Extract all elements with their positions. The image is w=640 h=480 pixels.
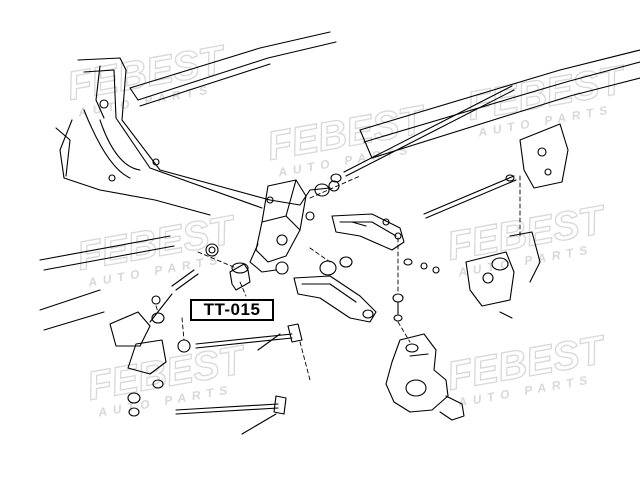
center-bracket (249, 179, 307, 273)
part-number-label: TT-015 (190, 299, 274, 321)
watermark-7: FEBEST AUTO PARTS (443, 327, 611, 410)
left-lower-bracket (109, 293, 191, 417)
stabilizer-link-rod (175, 395, 287, 415)
right-frame-rail (359, 49, 640, 159)
line-drawing (39, 31, 640, 435)
upper-frame-rail (129, 31, 337, 107)
upper-control-arm (331, 213, 405, 251)
watermark-layer: FEBEST AUTO PARTS FEBEST AUTO PARTS FEBE… (63, 37, 631, 420)
bolts (171, 221, 367, 435)
watermark-6: FEBEST AUTO PARTS (83, 337, 251, 420)
tension-rod-right (423, 174, 517, 219)
watermark-5: FEBEST AUTO PARTS (443, 197, 611, 280)
crossmember (55, 57, 331, 216)
steering-knuckle (385, 333, 465, 421)
lower-control-arm (293, 275, 377, 323)
watermark-1: FEBEST AUTO PARTS (63, 37, 231, 120)
bushing-set-upper (275, 180, 353, 276)
lower-left-frame (39, 235, 175, 331)
tension-rod-upper (330, 85, 515, 183)
strut-rod-lower (195, 323, 303, 349)
right-small-hardware (382, 218, 513, 319)
bushing-tt015 (205, 243, 251, 291)
right-mount-bracket-lower (465, 231, 541, 307)
ball-joint-right (392, 293, 404, 322)
right-mount-bracket-upper (519, 123, 569, 189)
assembly-guide-lines (155, 175, 521, 381)
